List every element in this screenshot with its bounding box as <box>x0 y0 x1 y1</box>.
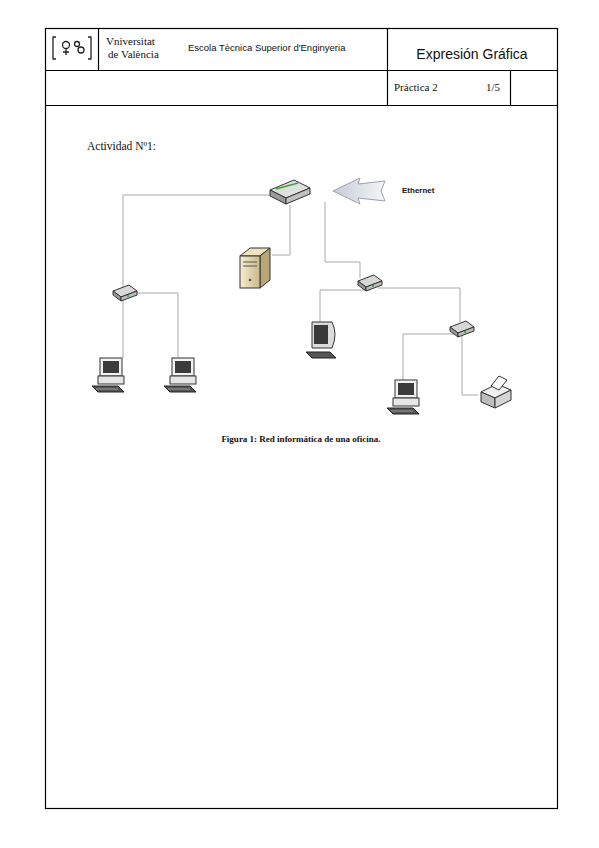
hub <box>113 285 137 301</box>
workstation <box>164 358 196 392</box>
practice-number: Práctica 2 <box>394 81 438 93</box>
workstation <box>92 358 124 392</box>
school-name: Escola Tècnica Superior d'Enginyeria <box>188 42 345 53</box>
course-title: Expresión Gráfica <box>416 46 527 62</box>
workstation <box>387 380 419 414</box>
university-name: de València <box>108 48 159 60</box>
hub <box>358 275 382 291</box>
ethernet-label: Ethernet <box>402 186 434 195</box>
server <box>240 248 270 288</box>
activity-heading: Actividad Nº1: <box>87 140 156 152</box>
university-logo <box>53 37 91 59</box>
ethernet-arrow <box>333 178 385 204</box>
main-switch <box>270 180 310 204</box>
page-frame <box>45 28 558 809</box>
page-number: 1/5 <box>486 81 500 93</box>
printer <box>481 376 511 408</box>
figure-caption: Figura 1: Red informática de una oficina… <box>221 434 380 444</box>
hub <box>450 321 474 337</box>
network-wires <box>123 195 478 395</box>
monitor <box>306 322 336 358</box>
university-name: Vniversitat <box>106 35 155 47</box>
